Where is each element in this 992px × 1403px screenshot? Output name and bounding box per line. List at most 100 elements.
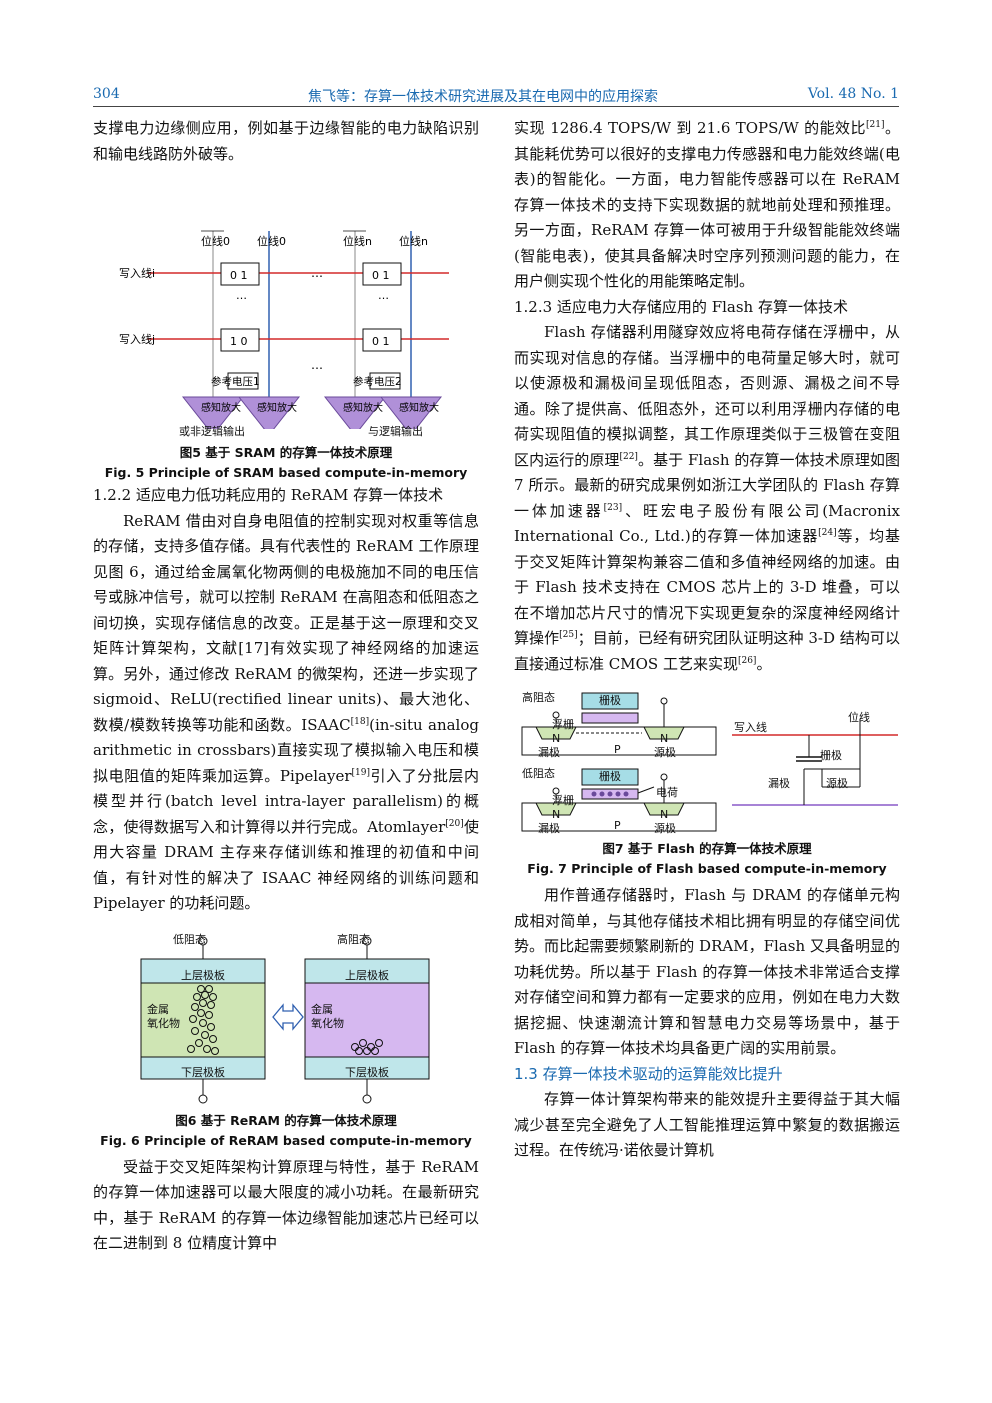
bitline0-bar-label: 位线0 [201, 234, 230, 248]
running-header: 304 焦飞等：存算一体技术研究进展及其在电网中的应用探索 Vol. 48 No… [93, 84, 899, 107]
bitline-label: 位线 [848, 711, 870, 724]
volume-number: Vol. 48 No. 1 [807, 86, 899, 102]
metal-oxide-label: 金属 氧化物 [311, 1002, 344, 1030]
cell-value: 0 1 [230, 269, 248, 282]
citation: [26] [737, 655, 757, 666]
and-output-label: 与逻辑输出 [368, 425, 423, 438]
paragraph-reram: ReRAM 借由对自身电阻值的控制实现对权重等信息的存储，支持多值存储。具有代表… [93, 509, 479, 917]
section-1-3-heading: 1.3 存算一体技术驱动的运算能效比提升 [514, 1064, 783, 1083]
figure-5-caption-en: Fig. 5 Principle of SRAM based compute-i… [104, 465, 468, 480]
figure-7-caption-cn: 图7 基于 Flash 的存算一体技术原理 [602, 841, 812, 856]
reram-diagram [140, 936, 430, 1103]
figure-6-caption-cn: 图6 基于 ReRAM 的存算一体技术原理 [175, 1112, 397, 1128]
gate-label: 栅极 [599, 694, 621, 707]
ellipsis: … [311, 266, 323, 280]
figure-5-caption-cn: 图5 基于 SRAM 的存算一体技术原理 [179, 445, 393, 460]
running-title: 焦飞等：存算一体技术研究进展及其在电网中的应用探索 [308, 89, 658, 105]
citation: [24] [818, 528, 837, 538]
sram-cell [362, 328, 402, 352]
cell-value: 0 1 [372, 269, 390, 282]
bitlinen-bar-label: 位线n [343, 234, 372, 248]
text-run: 。其能耗优势可以很好的支撑电力传感器和电力能效终端(电表)的智能化。一方面，电力… [514, 119, 900, 290]
sram-cell [362, 262, 402, 286]
paragraph-flash: Flash 存储器利用隧穿效应将电荷存储在浮栅中，从而实现对信息的存储。当浮栅中… [514, 320, 900, 677]
p-substrate-label: P [614, 819, 621, 832]
sram-diagram: 位线0 位线0 位线n 位线n 写入线i 写入线j 0 1 0 1 1 0 0 … [119, 230, 449, 462]
section-1-2-3-heading: 1.2.3 适应电力大存储应用的 Flash 存算一体技术 [514, 297, 848, 316]
wordline-j-label: 写入线j [119, 332, 155, 346]
text-run: 等，均基于交叉矩阵计算架构兼容二值和多值神经网络的加速。由于 Flash 技术支… [514, 527, 900, 647]
nor-output-label: 或非逻辑输出 [179, 425, 245, 438]
drain-label: 漏极 [538, 746, 560, 759]
amp-label: 感知放大 [343, 401, 383, 414]
citation: [20] [445, 818, 464, 829]
charge-label: 电荷 [656, 786, 678, 799]
text-run: (in-situ analog arithmetic in crossbars)… [93, 715, 479, 785]
floating-gate-label: 浮栅 [552, 718, 574, 731]
text-run: 引入了分批层内模型并行(batch level intra-layer para… [93, 766, 479, 836]
amp-label: 感知放大 [257, 401, 297, 414]
text-run: 实现 1286.4 TOPS/W 到 21.6 TOPS/W 的能效比 [514, 119, 867, 137]
n-region-label: N [552, 732, 561, 745]
sram-cell [220, 262, 260, 286]
text-run: ；目前，已经有研究团队证明这种 3-D 结构可以直接通过标准 CMOS 工艺来实… [514, 629, 900, 673]
ref-voltage-1: 参考电压1 [211, 375, 260, 388]
amp-label: 感知放大 [201, 401, 241, 414]
citation: [21] [866, 120, 885, 130]
p-substrate-label: P [614, 743, 621, 756]
source-symbol-label: 源极 [826, 777, 848, 790]
cell-value: 1 0 [230, 335, 248, 348]
citation: [19] [351, 767, 370, 778]
drain-label: 漏极 [538, 822, 560, 835]
paragraph-reram-power: 受益于交叉矩阵架构计算原理与特性，基于 ReRAM 的存算一体加速器可以最大限度… [93, 1157, 479, 1253]
page-number: 304 [93, 86, 120, 102]
drain-symbol-label: 漏极 [768, 777, 790, 790]
bitlinen-label: 位线n [399, 234, 428, 248]
citation: [22] [619, 451, 638, 462]
left-column: 支撑电力边缘侧应用，例如基于边缘智能的电力缺陷识别和输电线路防外破等。 位线0 … [93, 116, 479, 1257]
floating-gate-label: 浮栅 [552, 794, 574, 807]
wordline-label: 写入线 [734, 721, 767, 734]
text-run: ReRAM 借由对自身电阻值的控制实现对权重等信息的存储，支持多值存储。具有代表… [93, 511, 479, 734]
double-arrow-icon [272, 1002, 304, 1031]
sense-amplifier [237, 396, 301, 436]
ellipsis: … [378, 289, 389, 302]
flash-diagram [521, 692, 898, 832]
top-electrode-label: 上层极板 [345, 968, 389, 982]
citation: [25] [559, 630, 578, 640]
paragraph-continued: 实现 1286.4 TOPS/W 到 21.6 TOPS/W 的能效比[21]。… [514, 116, 900, 295]
text-run: 、旺宏电子股份有限公司(Macronix International Co., … [514, 501, 900, 546]
paragraph-energy-efficiency: 存算一体计算架构带来的能效提升主要得益于其大幅减少甚至完全避免了人工智能推理运算… [514, 1090, 900, 1159]
bottom-electrode-label: 下层极板 [345, 1065, 389, 1079]
top-electrode-label: 上层极板 [181, 968, 225, 982]
low-resistance-label: 低阻态 [522, 767, 555, 780]
figure-6: 低阻态 高阻态 上层极板 上层极板 金属 氧化物 金属 氧化物 下层极板 下层极… [93, 931, 479, 1111]
amp-label: 感知放大 [399, 401, 439, 414]
sram-cell [220, 328, 260, 352]
figure-6-caption-en: Fig. 6 Principle of ReRAM based compute-… [100, 1132, 472, 1148]
paragraph-intro: 支撑电力边缘侧应用，例如基于边缘智能的电力缺陷识别和输电线路防外破等。 [93, 119, 479, 163]
n-region-label: N [552, 808, 561, 821]
n-region-label: N [660, 732, 669, 745]
figure-7-caption-en: Fig. 7 Principle of Flash based compute-… [527, 861, 887, 876]
sense-amplifier [379, 396, 443, 436]
right-column: 实现 1286.4 TOPS/W 到 21.6 TOPS/W 的能效比[21]。… [514, 116, 900, 1164]
paragraph-flash-dram: 用作普通存储器时，Flash 与 DRAM 的存储单元构成相对简单，与其他存储技… [514, 886, 900, 1057]
ref-voltage-box [227, 372, 259, 390]
high-resistance-label: 高阻态 [522, 691, 555, 704]
figure-7: 高阻态 低阻态 栅极 栅极 浮栅 浮栅 电荷 N N N N P P 漏极 源极… [514, 689, 900, 835]
low-resistance-label: 低阻态 [173, 932, 206, 946]
sense-amplifier [181, 396, 245, 436]
figure-5: 位线0 位线0 位线n 位线n 写入线i 写入线j 0 1 0 1 1 0 0 … [93, 167, 479, 462]
cell-value: 0 1 [372, 335, 390, 348]
gate-symbol-label: 栅极 [820, 749, 842, 762]
wordline-i-label: 写入线i [119, 266, 155, 280]
metal-oxide-label: 金属 氧化物 [147, 1002, 180, 1030]
n-region-label: N [660, 808, 669, 821]
bottom-electrode-label: 下层极板 [181, 1065, 225, 1079]
text-run: 。基于 Flash 的存算一体技术原理如图 7 所示。最新的研究成果例如浙江大学… [514, 450, 900, 520]
ref-voltage-box [369, 372, 401, 390]
text-run: Flash 存储器利用隧穿效应将电荷存储在浮栅中，从而实现对信息的存储。当浮栅中… [514, 323, 900, 469]
source-label: 源极 [654, 746, 676, 759]
ref-voltage-2: 参考电压2 [353, 375, 402, 388]
